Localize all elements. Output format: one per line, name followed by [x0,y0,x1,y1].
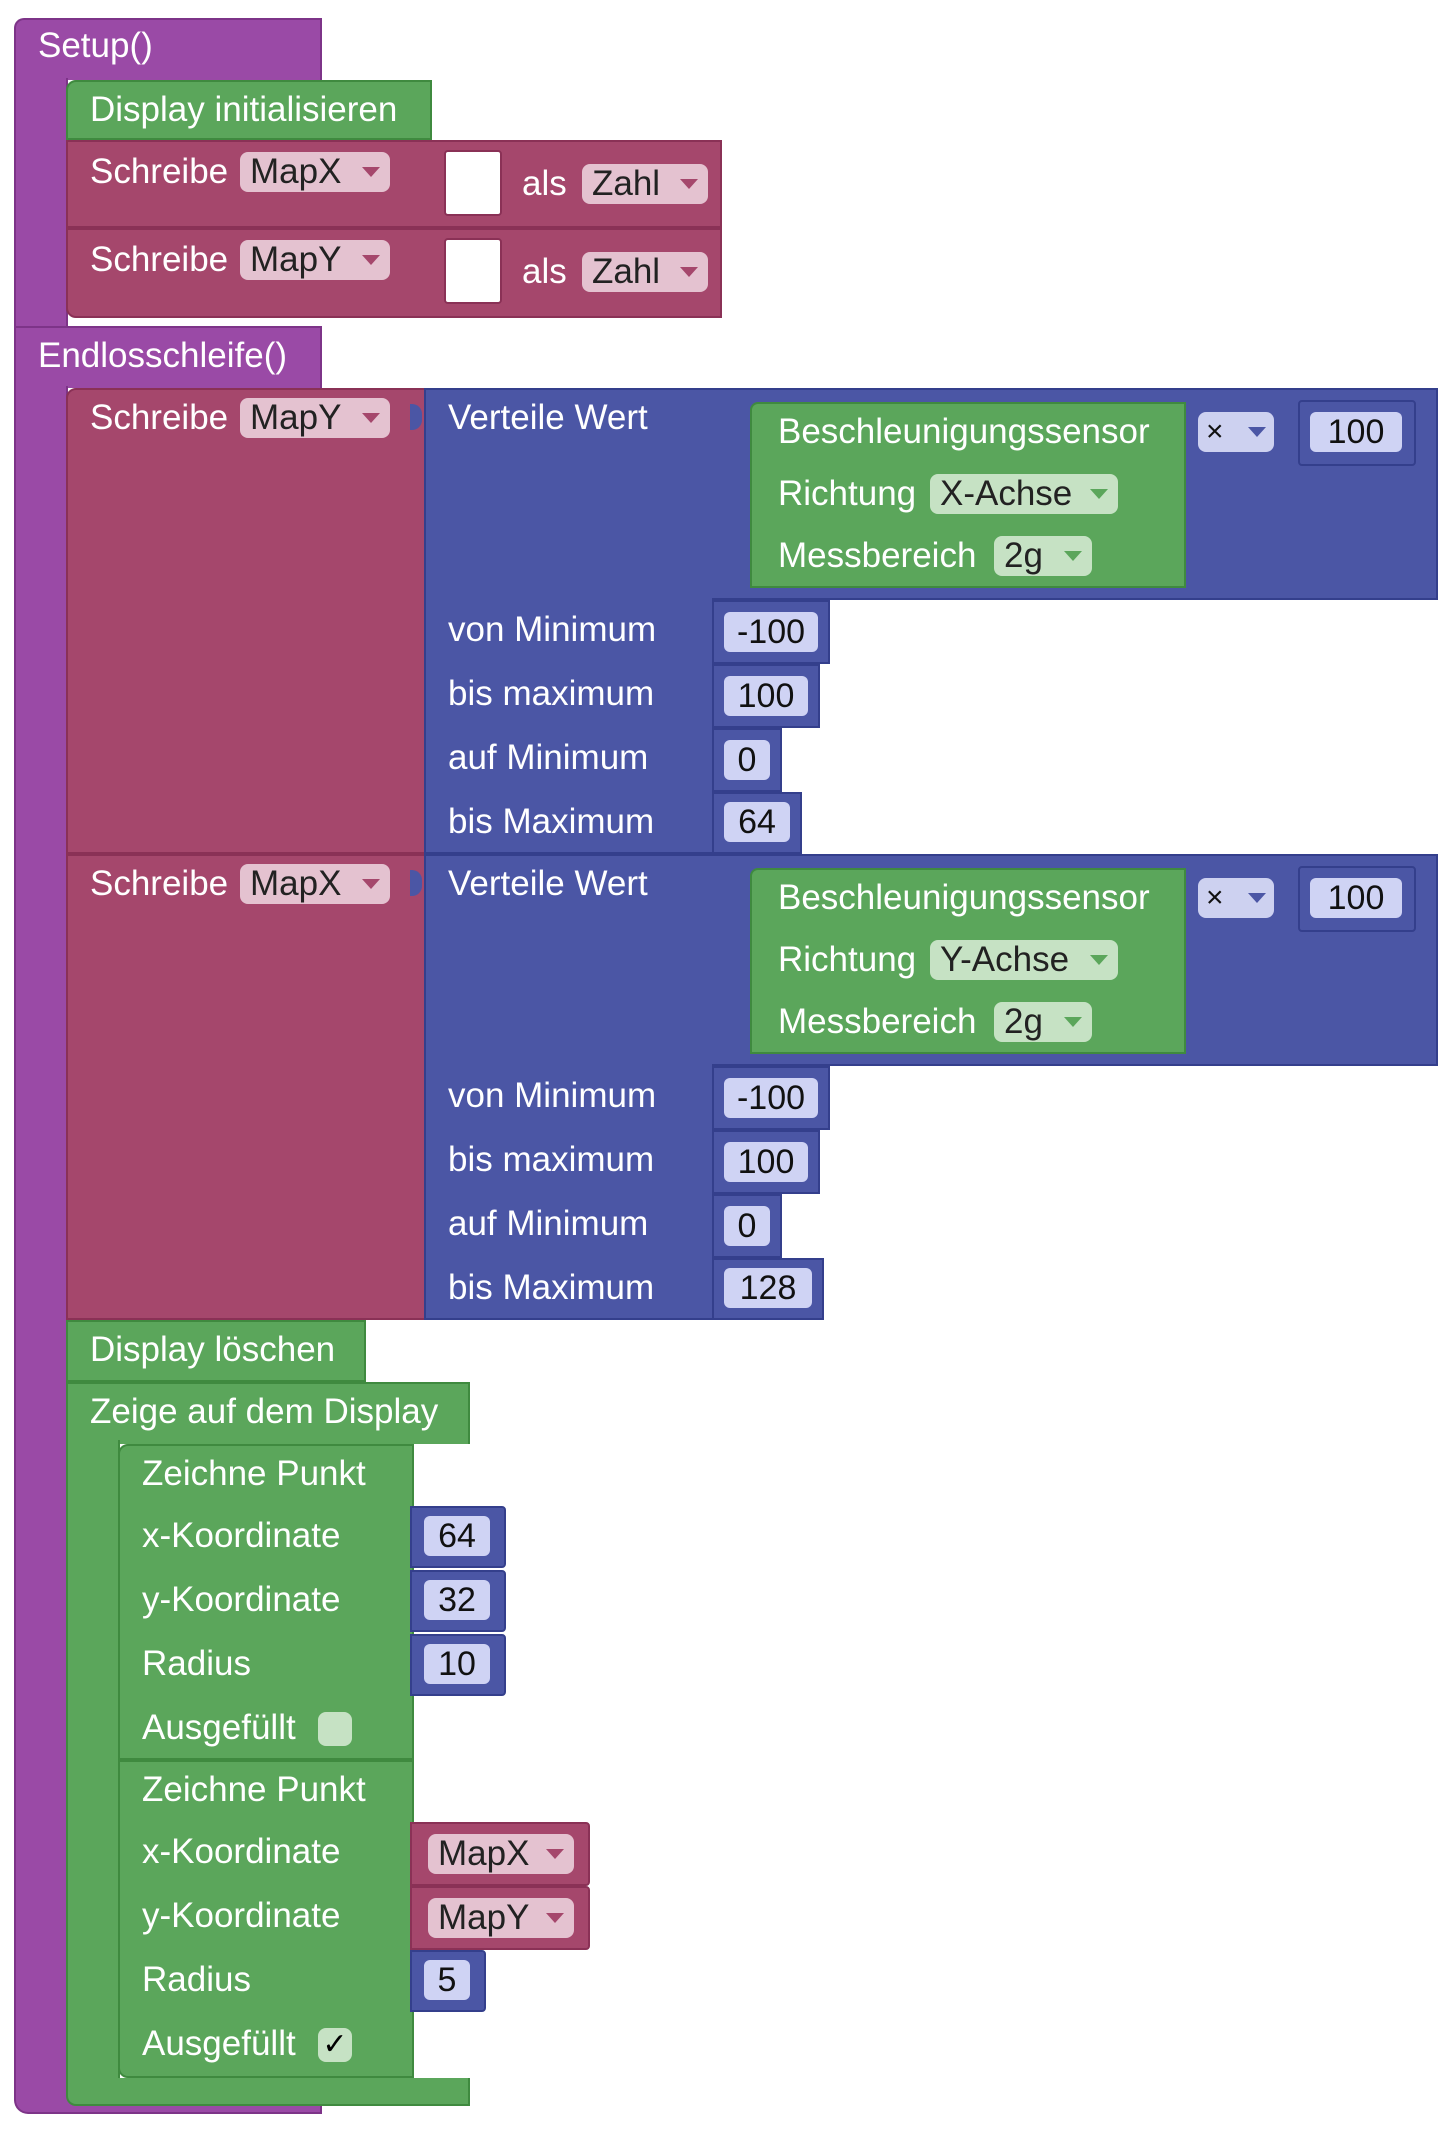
point-2-fill-checkbox[interactable]: ✓ [318,2028,352,2062]
point-1-r-label: Radius [142,1644,251,1683]
loop-write-block-2[interactable] [66,854,426,1320]
point-1-y-value[interactable]: 32 [424,1580,490,1620]
map-2-param-value-1[interactable]: -100 [724,1078,818,1118]
show-display-label: Zeige auf dem Display [90,1392,439,1431]
multiply-op-dropdown-1[interactable]: × [1198,412,1274,452]
map-2-param-value-3[interactable]: 0 [724,1206,770,1246]
map-1-param-value-1[interactable]: -100 [724,612,818,652]
draw-point-block-2[interactable] [118,1760,414,2078]
point-2-r-value[interactable]: 5 [424,1960,470,2000]
setup-as-label-1: als [522,164,567,203]
map-1-param-label-4: bis Maximum [448,802,655,841]
setup-type-dropdown-1[interactable]: Zahl [582,164,708,204]
map-2-label: Verteile Wert [448,864,648,903]
map-1-label: Verteile Wert [448,398,648,437]
map-1-param-value-2[interactable]: 100 [724,676,808,716]
loop-write-block-1[interactable] [66,388,426,854]
multiply-op-dropdown-2[interactable]: × [1198,878,1274,918]
map-1-param-value-3[interactable]: 0 [724,740,770,780]
point-2-fill-label: Ausgefüllt [142,2024,296,2063]
point-2-y-label: y-Koordinate [142,1896,341,1935]
sensor-1-range-dropdown[interactable]: 2g [994,536,1092,576]
map-1-nub [410,404,422,430]
sensor-2-dir-dropdown[interactable]: Y-Achse [930,940,1118,980]
display-init-label: Display initialisieren [90,90,398,129]
point-2-label: Zeichne Punkt [142,1770,366,1809]
loop-write-label-1: Schreibe [90,398,229,437]
loop-var-dropdown-1[interactable]: MapY [240,398,390,438]
sensor-2-range-dropdown[interactable]: 2g [994,1002,1092,1042]
map-2-param-label-2: bis maximum [448,1140,655,1179]
map-1-param-value-4[interactable]: 64 [724,802,790,842]
sensor-1-label: Beschleunigungssensor [778,412,1150,451]
point-2-y-var-dropdown[interactable]: MapY [428,1898,574,1938]
point-2-r-label: Radius [142,1960,251,1999]
loop-write-label-2: Schreibe [90,864,229,903]
factor-value-1[interactable]: 100 [1310,412,1402,452]
loop-block[interactable] [14,326,322,388]
map-1-param-label-2: bis maximum [448,674,655,713]
sensor-1-dir-dropdown[interactable]: X-Achse [930,474,1118,514]
setup-as-label-2: als [522,252,567,291]
setup-var-dropdown-1[interactable]: MapX [240,152,390,192]
display-clear-block[interactable] [66,1320,366,1382]
sensor-2-dir-label: Richtung [778,940,917,979]
point-2-x-label: x-Koordinate [142,1832,341,1871]
show-display-spine [66,1440,120,2086]
point-1-fill-checkbox[interactable] [318,1712,352,1746]
setup-write-label-2: Schreibe [90,240,229,279]
draw-point-block-1[interactable] [118,1444,414,1760]
map-2-param-socket-3 [712,1194,782,1258]
setup-spine [14,78,68,328]
setup-empty-socket-2[interactable] [444,238,502,304]
map-1-param-label-3: auf Minimum [448,738,649,777]
sensor-2-label: Beschleunigungssensor [778,878,1150,917]
map-block-2[interactable] [424,854,716,1320]
show-display-block[interactable] [66,1382,470,1444]
map-2-param-value-2[interactable]: 100 [724,1142,808,1182]
point-2-r-socket [410,1950,486,2012]
setup-var-dropdown-2[interactable]: MapY [240,240,390,280]
loop-label: Endlosschleife() [38,336,287,375]
loop-var-dropdown-2[interactable]: MapX [240,864,390,904]
sensor-1-range-label: Messbereich [778,536,977,575]
map-1-param-label-1: von Minimum [448,610,657,649]
point-1-r-value[interactable]: 10 [424,1644,490,1684]
map-2-param-label-4: bis Maximum [448,1268,655,1307]
map-2-param-label-1: von Minimum [448,1076,657,1115]
setup-block[interactable] [14,18,322,80]
setup-type-dropdown-2[interactable]: Zahl [582,252,708,292]
setup-write-label-1: Schreibe [90,152,229,191]
factor-value-2[interactable]: 100 [1310,878,1402,918]
display-clear-label: Display löschen [90,1330,336,1369]
setup-label: Setup() [38,26,153,65]
loop-spine [14,386,68,2112]
point-1-x-value[interactable]: 64 [424,1516,490,1556]
map-2-param-label-3: auf Minimum [448,1204,649,1243]
display-init-block[interactable] [66,80,432,140]
sensor-1-dir-label: Richtung [778,474,917,513]
sensor-2-range-label: Messbereich [778,1002,977,1041]
setup-empty-socket-1[interactable] [444,150,502,216]
map-2-nub [410,870,422,896]
map-2-param-value-4[interactable]: 128 [724,1268,812,1308]
point-1-y-label: y-Koordinate [142,1580,341,1619]
point-1-label: Zeichne Punkt [142,1454,366,1493]
point-1-x-label: x-Koordinate [142,1516,341,1555]
point-2-x-var-dropdown[interactable]: MapX [428,1834,574,1874]
point-1-fill-label: Ausgefüllt [142,1708,296,1747]
map-block-1[interactable] [424,388,716,854]
show-display-footer [66,2078,470,2106]
